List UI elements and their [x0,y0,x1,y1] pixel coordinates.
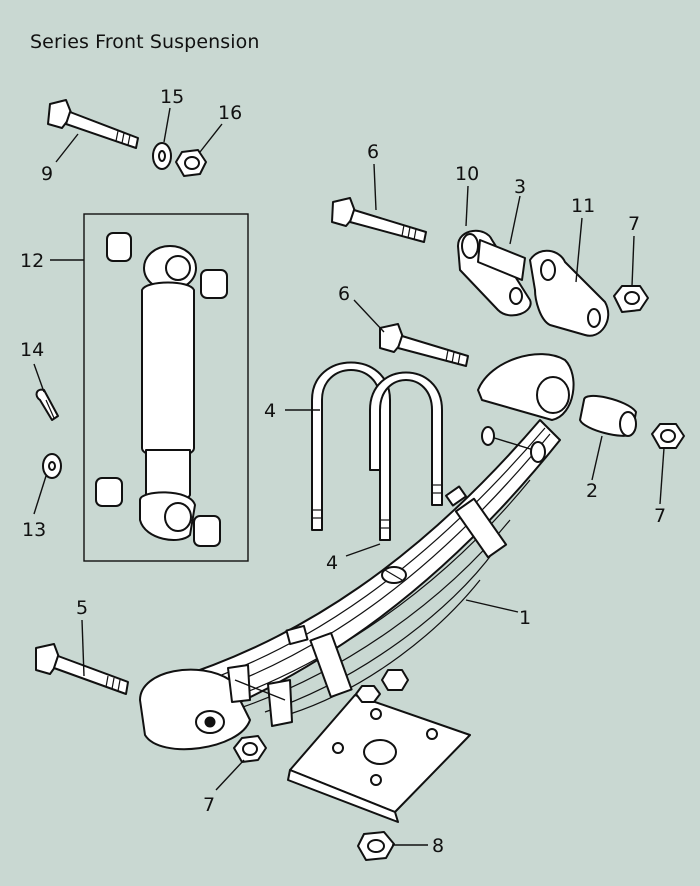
spring-seat-plate [287,694,471,823]
leader-lines [33,107,665,846]
callout-16: 16 [218,102,242,124]
shackle-plate-11 [529,249,610,337]
u-bolt-rear [369,371,443,506]
nut-7-upper [613,285,649,313]
bush-2 [579,395,637,437]
nut-7-lower [233,735,267,763]
callout-6-upper: 6 [367,141,379,163]
shock-bush [95,232,228,547]
diagram-title: Series Front Suspension [30,31,260,53]
nut-16 [175,149,207,177]
callout-14: 14 [20,339,44,361]
callout-1: 1 [519,607,531,629]
callout-11: 11 [571,195,595,217]
shock-absorber [95,232,228,547]
callout-5: 5 [76,597,88,619]
washer-15 [152,142,172,170]
callout-2: 2 [586,480,598,502]
callout-7-right: 7 [654,505,666,527]
nut-7-right [651,423,685,449]
callout-7-upper: 7 [628,213,640,235]
callout-4-upper: 4 [264,400,276,422]
callout-3: 3 [514,176,526,198]
bolt-6-lower [379,323,469,367]
bolt-5 [35,643,129,695]
callout-10: 10 [455,163,479,185]
shock-absorber-group-box [83,213,249,562]
callout-13: 13 [22,519,46,541]
callout-7-lower: 7 [203,794,215,816]
callout-9: 9 [41,163,53,185]
callout-15: 15 [160,86,184,108]
callout-6-lower: 6 [338,283,350,305]
callout-4-lower: 4 [326,552,338,574]
shackle-pin-3 [477,239,526,281]
washer-13 [42,453,62,479]
callout-8: 8 [432,835,444,857]
leaf-spring [139,353,575,751]
split-pin-14 [35,388,59,421]
nut-8 [357,831,395,861]
bolt-9 [47,99,139,149]
shackle-plate-10 [457,230,532,317]
nut-ubolt [355,669,409,703]
bolt-6-upper [331,197,427,243]
callout-12: 12 [20,250,44,272]
